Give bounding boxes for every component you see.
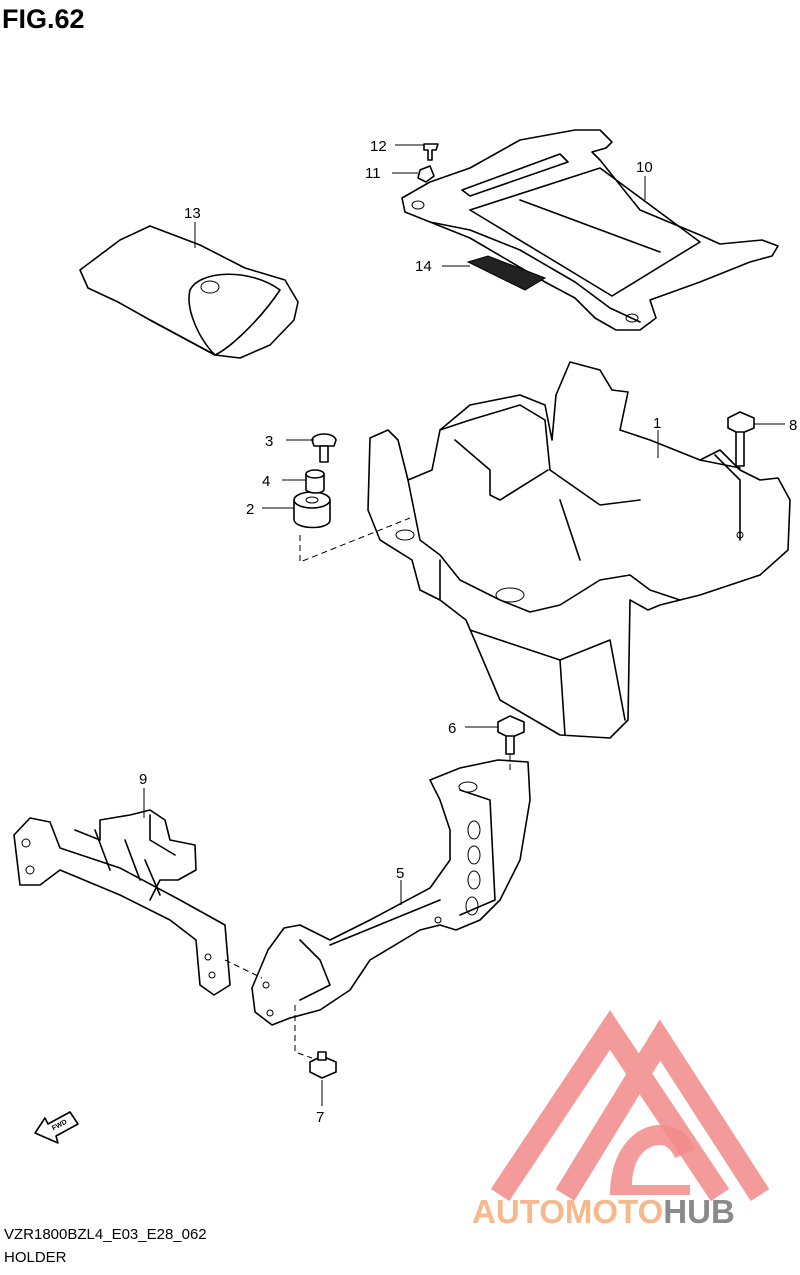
part-10-cover (401, 129, 779, 331)
part-6-bolt (497, 715, 525, 755)
callout-14: 14 (415, 258, 432, 275)
part-14-pad (466, 255, 547, 291)
part-12-pin (423, 143, 439, 161)
callout-10: 10 (636, 159, 653, 176)
callout-3: 3 (265, 433, 273, 450)
callout-8: 8 (789, 417, 797, 434)
callout-4: 4 (262, 473, 270, 490)
callout-2: 2 (246, 501, 254, 518)
part-11-grommet (417, 165, 435, 183)
part-3-screw (311, 433, 337, 463)
assembly-line-7 (294, 1005, 313, 1059)
callout-12: 12 (370, 138, 387, 155)
part-5-bracket (251, 759, 531, 1026)
figure-title: FIG.62 (2, 4, 85, 34)
assembly-line-9-5 (224, 959, 263, 979)
part-9-bracket (13, 809, 231, 996)
part-2-damper (293, 491, 331, 529)
part-4-spacer (305, 469, 325, 494)
callout-9: 9 (139, 771, 147, 788)
figure-code: VZR1800BZL4_E03_E28_062 (4, 1226, 207, 1243)
figure-name: HOLDER (4, 1249, 67, 1266)
part-7-bolt (309, 1051, 337, 1079)
callout-6: 6 (448, 720, 456, 737)
callout-11: 11 (365, 165, 381, 182)
part-1-battery-holder (367, 361, 791, 739)
brand-part2: HUB (663, 1193, 735, 1230)
watermark-brand: AUTOMOTOHUB (472, 1193, 735, 1231)
callout-7: 7 (316, 1109, 324, 1126)
callout-1: 1 (653, 415, 661, 432)
watermark-logo-icon (490, 1010, 770, 1202)
part-8-bolt (727, 411, 755, 467)
callout-13: 13 (184, 205, 201, 222)
callout-5: 5 (396, 865, 404, 882)
assembly-line-2 (299, 517, 411, 563)
fwd-arrow-icon: FWD (34, 1111, 79, 1144)
part-13-cover-pad (79, 225, 299, 359)
brand-part1: AUTOMOTO (472, 1193, 664, 1230)
